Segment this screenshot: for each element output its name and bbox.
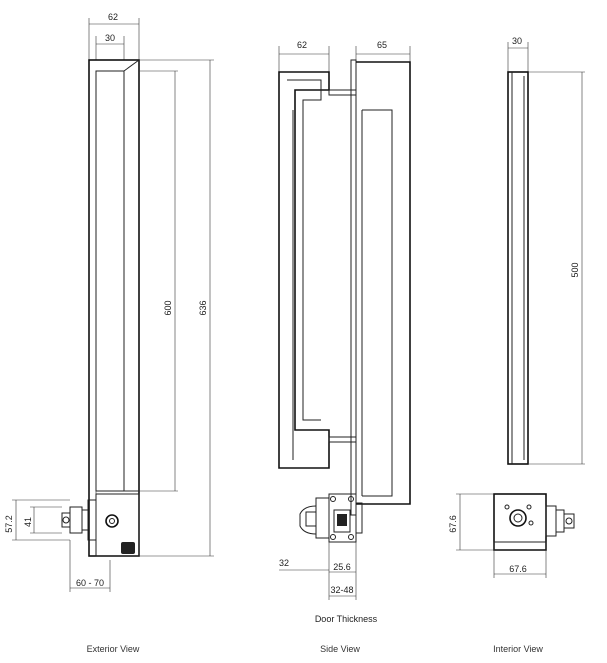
interior-dim-height: 500 [570, 262, 580, 277]
exterior-dim-door-range: 60 - 70 [76, 578, 104, 588]
exterior-dim-lock-height-outer: 57.2 [4, 515, 14, 533]
exterior-dim-inner-height: 600 [163, 300, 173, 315]
side-dim-right-width: 65 [377, 40, 387, 50]
exterior-dim-inner-width: 30 [105, 33, 115, 43]
exterior-dim-lock-height-inner: 41 [23, 517, 33, 527]
exterior-dim-total-height: 636 [198, 300, 208, 315]
interior-dim-width: 30 [512, 36, 522, 46]
exterior-view: 62 30 600 636 [4, 12, 214, 592]
side-dim-left-width: 62 [297, 40, 307, 50]
side-view: 62 65 32 25.6 [278, 40, 411, 624]
exterior-view-caption: Exterior View [87, 644, 140, 654]
interior-view: 30 500 67.6 67.6 [448, 36, 585, 578]
interior-view-caption: Interior View [493, 644, 543, 654]
exterior-dim-top-width: 62 [108, 12, 118, 22]
spring-icon [121, 542, 135, 554]
interior-dim-lock-height: 67.6 [448, 515, 458, 533]
side-dim-offset: 32 [279, 558, 289, 568]
side-dim-lock-depth: 25.6 [333, 562, 351, 572]
side-dim-door-range: 32-48 [330, 585, 353, 595]
door-thickness-label: Door Thickness [315, 614, 378, 624]
side-view-caption: Side View [320, 644, 360, 654]
interior-dim-lock-width: 67.6 [509, 564, 527, 574]
